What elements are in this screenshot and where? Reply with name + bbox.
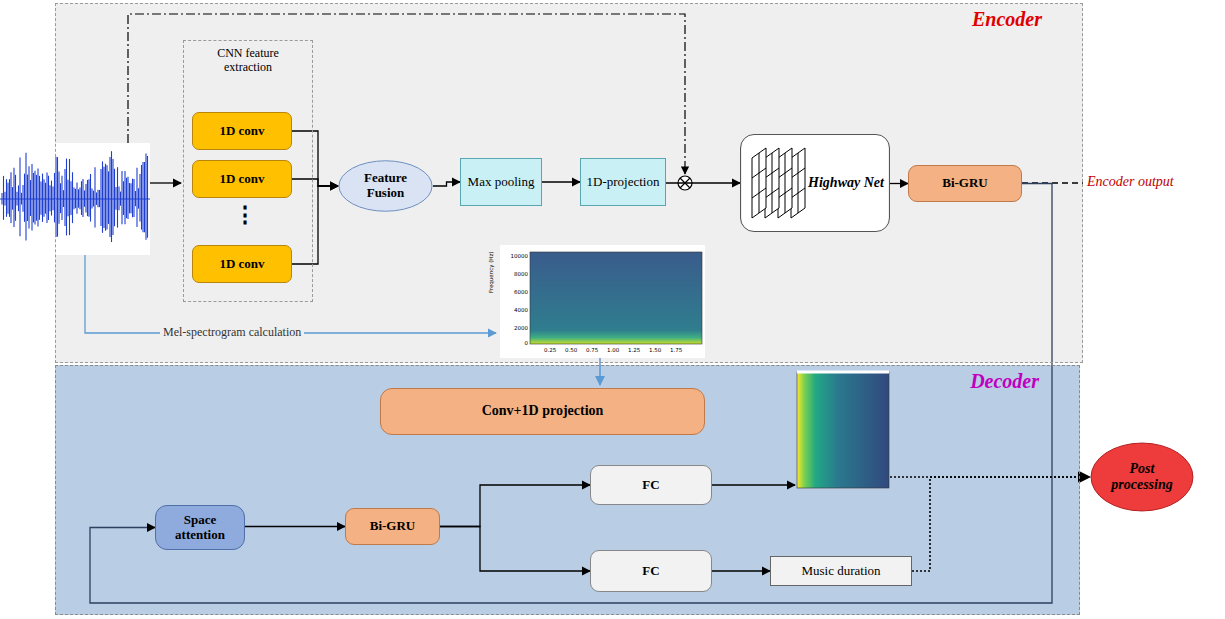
arrow-connector	[292, 186, 338, 264]
feedback-connector	[90, 184, 1052, 604]
group-box: CNN feature extraction 1D conv 1D conv 1D c…	[183, 40, 313, 302]
box-label: Conv+1D projection	[482, 403, 604, 419]
ellipse-shape	[1091, 443, 1193, 511]
arrow-connector	[890, 183, 908, 184]
arrow-connector	[245, 526, 345, 527]
tick-label: 6000	[508, 289, 528, 295]
conv-projection-box: Conv+1D projection	[380, 388, 705, 435]
box-label: FC	[642, 564, 659, 579]
arrow-connector	[440, 485, 590, 527]
tick-label: 0.25	[544, 347, 556, 353]
box-label: 1D conv	[219, 172, 264, 187]
fc-box: FC	[590, 465, 712, 505]
waveform	[0, 151, 150, 242]
input-arrow	[150, 182, 181, 183]
box-label: Bi-GRU	[942, 176, 988, 191]
conv-box: 1D conv	[192, 160, 292, 198]
duration-box: Music duration	[770, 556, 912, 586]
attention-box: Space attention	[155, 505, 245, 550]
tick-label: 1.75	[670, 347, 682, 353]
tick-label: 4000	[508, 307, 528, 313]
waveform-ground	[0, 143, 150, 255]
tick-label: 10000	[508, 253, 528, 259]
line-label: Mel-spectrogram calculation	[160, 326, 304, 339]
arrow-connector	[292, 131, 338, 186]
spectrogram-top	[797, 371, 889, 374]
tick-label: 1.25	[628, 347, 640, 353]
fc-box: FC	[590, 550, 712, 592]
box-label: Max pooling	[468, 175, 535, 190]
fusion-ellipse: Feature Fusion	[338, 160, 433, 212]
decoder-ground	[55, 365, 1080, 615]
box-label: 1D-projection	[587, 175, 660, 190]
arrow-connector	[666, 182, 740, 183]
ellipse-shape	[339, 161, 432, 211]
arrow-connector	[292, 179, 338, 186]
region-title: Encoder	[972, 8, 1042, 31]
fc-arrow	[712, 484, 795, 485]
box-label: Music duration	[801, 564, 880, 579]
conv-box: 1D conv	[192, 112, 292, 150]
region-title: Decoder	[970, 370, 1039, 393]
box-label: Space attention	[165, 513, 235, 543]
encoder-region: EncoderCNN feature extraction 1D conv 1D c…	[55, 3, 1083, 363]
highway-grid	[752, 148, 805, 218]
conv-box: 1D conv	[192, 245, 292, 283]
axis-title: Frequency (Hz)	[488, 252, 494, 293]
tick-label: 2000	[508, 325, 528, 331]
postprocess-ellipse: Post processing	[1090, 442, 1194, 512]
box-label: Bi-GRU	[370, 519, 416, 534]
arrow-connector	[542, 181, 580, 182]
process-box: Max pooling	[460, 158, 542, 206]
box-label: 1D conv	[219, 124, 264, 139]
highway-ground	[742, 134, 888, 232]
tick-label: 0.50	[565, 347, 577, 353]
highway-box: Highway Net	[740, 134, 890, 232]
box-label: Highway Net	[808, 175, 884, 191]
gru-box: Bi-GRU	[908, 165, 1022, 202]
decoder-region: DecoderConv+1D projectionSpace attention…	[55, 365, 1080, 615]
gru-box: Bi-GRU	[345, 508, 440, 545]
group-title: CNN feature extraction	[199, 47, 297, 75]
box-label: 1D conv	[219, 257, 264, 272]
process-box: 1D-projection	[580, 158, 666, 206]
tick-label: 0.75	[586, 347, 598, 353]
box-label: FC	[642, 478, 659, 493]
box-label: Post processing	[1106, 461, 1178, 493]
tick-label: 0	[508, 340, 528, 346]
arrow-connector	[712, 570, 770, 571]
arrow-connector	[440, 527, 590, 572]
skip-line	[128, 14, 685, 174]
arrow-connector	[433, 182, 460, 186]
box-label: Feature Fusion	[351, 171, 421, 201]
tick-label: 1.50	[649, 347, 661, 353]
spectrogram-ground	[500, 245, 705, 358]
output-spectrogram	[797, 372, 889, 488]
encoder-ground	[55, 3, 1083, 363]
ellipsis: ⋮	[234, 203, 256, 227]
dotted-connector	[912, 477, 1090, 571]
output-label: Encoder output	[1087, 174, 1174, 189]
tick-label: 8000	[508, 271, 528, 277]
tick-label: 1.00	[607, 347, 619, 353]
spectrogram-plot	[530, 252, 702, 344]
